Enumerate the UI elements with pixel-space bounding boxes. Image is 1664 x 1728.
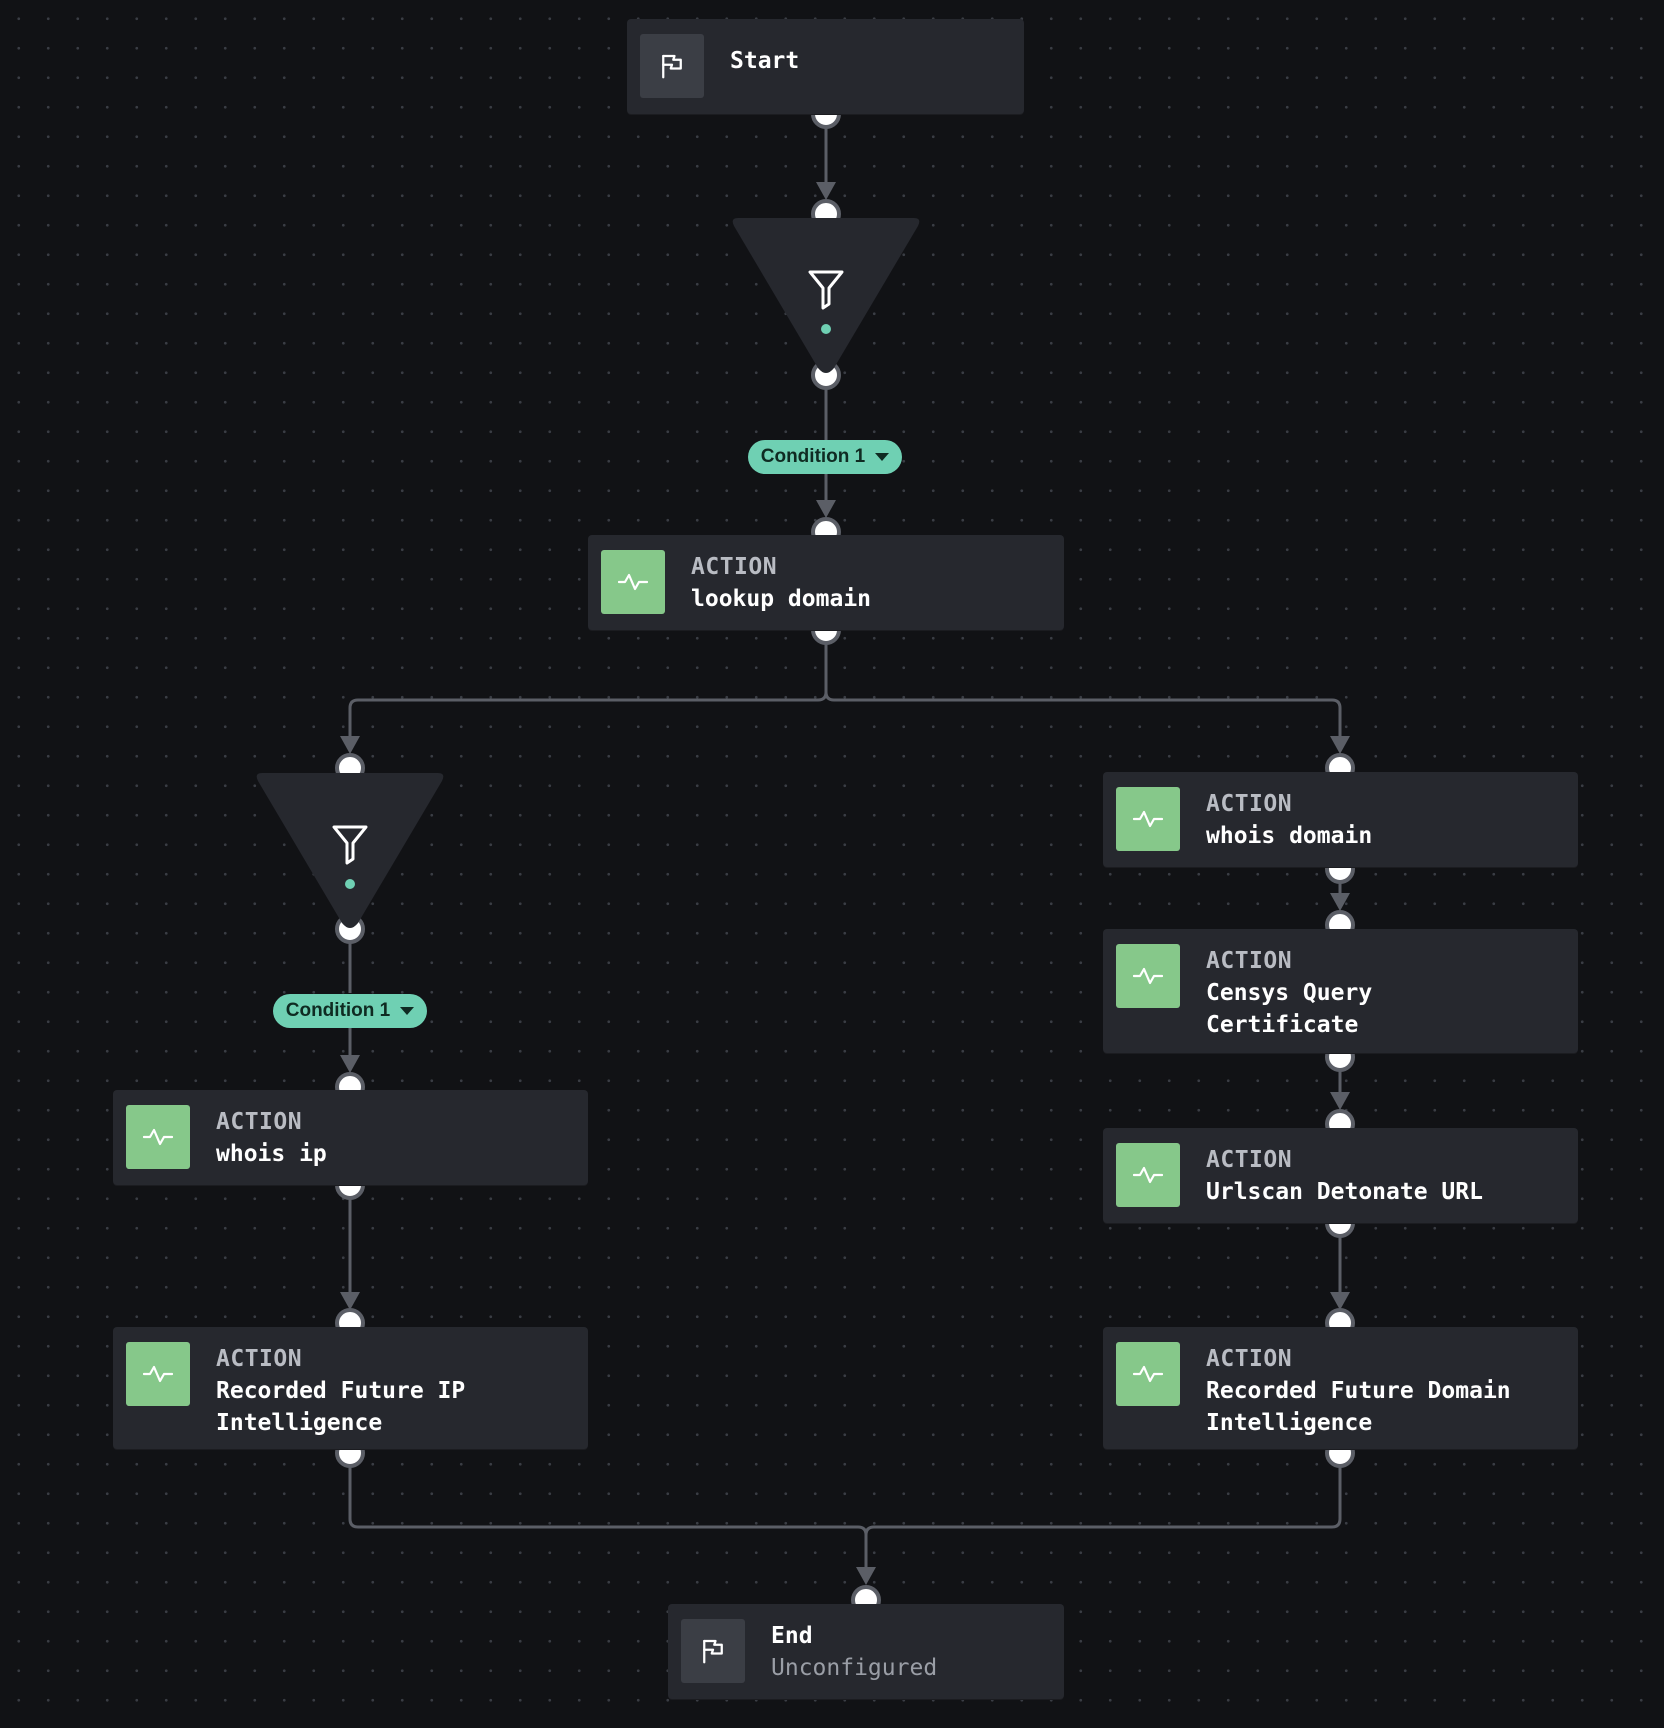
end-status: Unconfigured (771, 1655, 938, 1681)
edge-rf-domain-end (864, 1458, 1342, 1536)
caret-down-icon (875, 453, 890, 461)
pulse-icon (126, 1105, 190, 1169)
action-node-urlscan-detonate-url[interactable]: ACTION Urlscan Detonate URL (1103, 1128, 1578, 1223)
arrow-head (816, 500, 836, 518)
arrow-head (1330, 736, 1350, 754)
start-node[interactable]: Start (627, 19, 1024, 114)
action-node-whois-ip[interactable]: ACTION whois ip (113, 1090, 588, 1185)
arrow-head (816, 182, 836, 200)
action-node-lookup-domain[interactable]: ACTION lookup domain (588, 535, 1064, 630)
node-title: lookup domain (691, 586, 872, 612)
pulse-icon (1116, 1342, 1180, 1406)
flag-icon (681, 1619, 745, 1683)
arrow-head (340, 736, 360, 754)
arrow-head (1330, 1092, 1350, 1110)
status-dot (345, 879, 355, 889)
start-label: Start (730, 48, 800, 74)
node-title: Urlscan Detonate URL (1206, 1179, 1483, 1205)
node-kind: ACTION (216, 1109, 303, 1135)
node-kind: ACTION (1206, 948, 1293, 974)
arrow-head (340, 1055, 360, 1073)
end-node[interactable]: End Unconfigured (668, 1604, 1064, 1699)
node-title: whois ip (216, 1141, 327, 1167)
pulse-icon (1116, 944, 1180, 1008)
flag-icon (640, 34, 704, 98)
condition-label: Condition 1 (285, 1000, 391, 1021)
caret-down-icon (400, 1007, 415, 1015)
node-title: Recorded Future Domain Intelligence (1206, 1378, 1511, 1436)
pulse-icon (601, 550, 665, 614)
condition-label: Condition 1 (760, 446, 866, 467)
funnel-icon (808, 270, 844, 310)
node-title: whois domain (1206, 823, 1373, 849)
edge-lookup-branch-right (824, 691, 1342, 748)
node-kind: ACTION (691, 554, 778, 580)
pulse-icon (1116, 787, 1180, 851)
node-kind: ACTION (216, 1346, 303, 1372)
node-kind: ACTION (1206, 1147, 1293, 1173)
status-dot (821, 324, 831, 334)
arrow-head (856, 1567, 876, 1585)
arrow-head (1330, 893, 1350, 911)
node-title: Recorded Future IP Intelligence (216, 1378, 466, 1436)
condition-dropdown-top[interactable]: Condition 1 (748, 440, 902, 474)
end-title: End (771, 1623, 813, 1649)
action-node-censys-query-certificate[interactable]: ACTION Censys Query Certificate (1103, 929, 1578, 1053)
pulse-icon (126, 1342, 190, 1406)
action-node-recorded-future-ip[interactable]: ACTION Recorded Future IP Intelligence (113, 1327, 588, 1449)
pulse-icon (1116, 1143, 1180, 1207)
action-node-whois-domain[interactable]: ACTION whois domain (1103, 772, 1578, 867)
node-kind: ACTION (1206, 791, 1293, 817)
node-title: Censys Query Certificate (1206, 980, 1373, 1038)
funnel-icon (332, 825, 368, 865)
arrow-head (1330, 1292, 1350, 1310)
edge-lookup-branch-left (348, 634, 828, 748)
filter-node-top[interactable] (730, 218, 922, 378)
arrow-head (340, 1292, 360, 1310)
action-node-recorded-future-domain[interactable]: ACTION Recorded Future Domain Intelligen… (1103, 1327, 1578, 1449)
condition-dropdown-left[interactable]: Condition 1 (273, 994, 427, 1028)
edge-rf-ip-end (348, 1458, 868, 1578)
filter-node-left[interactable] (254, 773, 446, 933)
node-kind: ACTION (1206, 1346, 1293, 1372)
